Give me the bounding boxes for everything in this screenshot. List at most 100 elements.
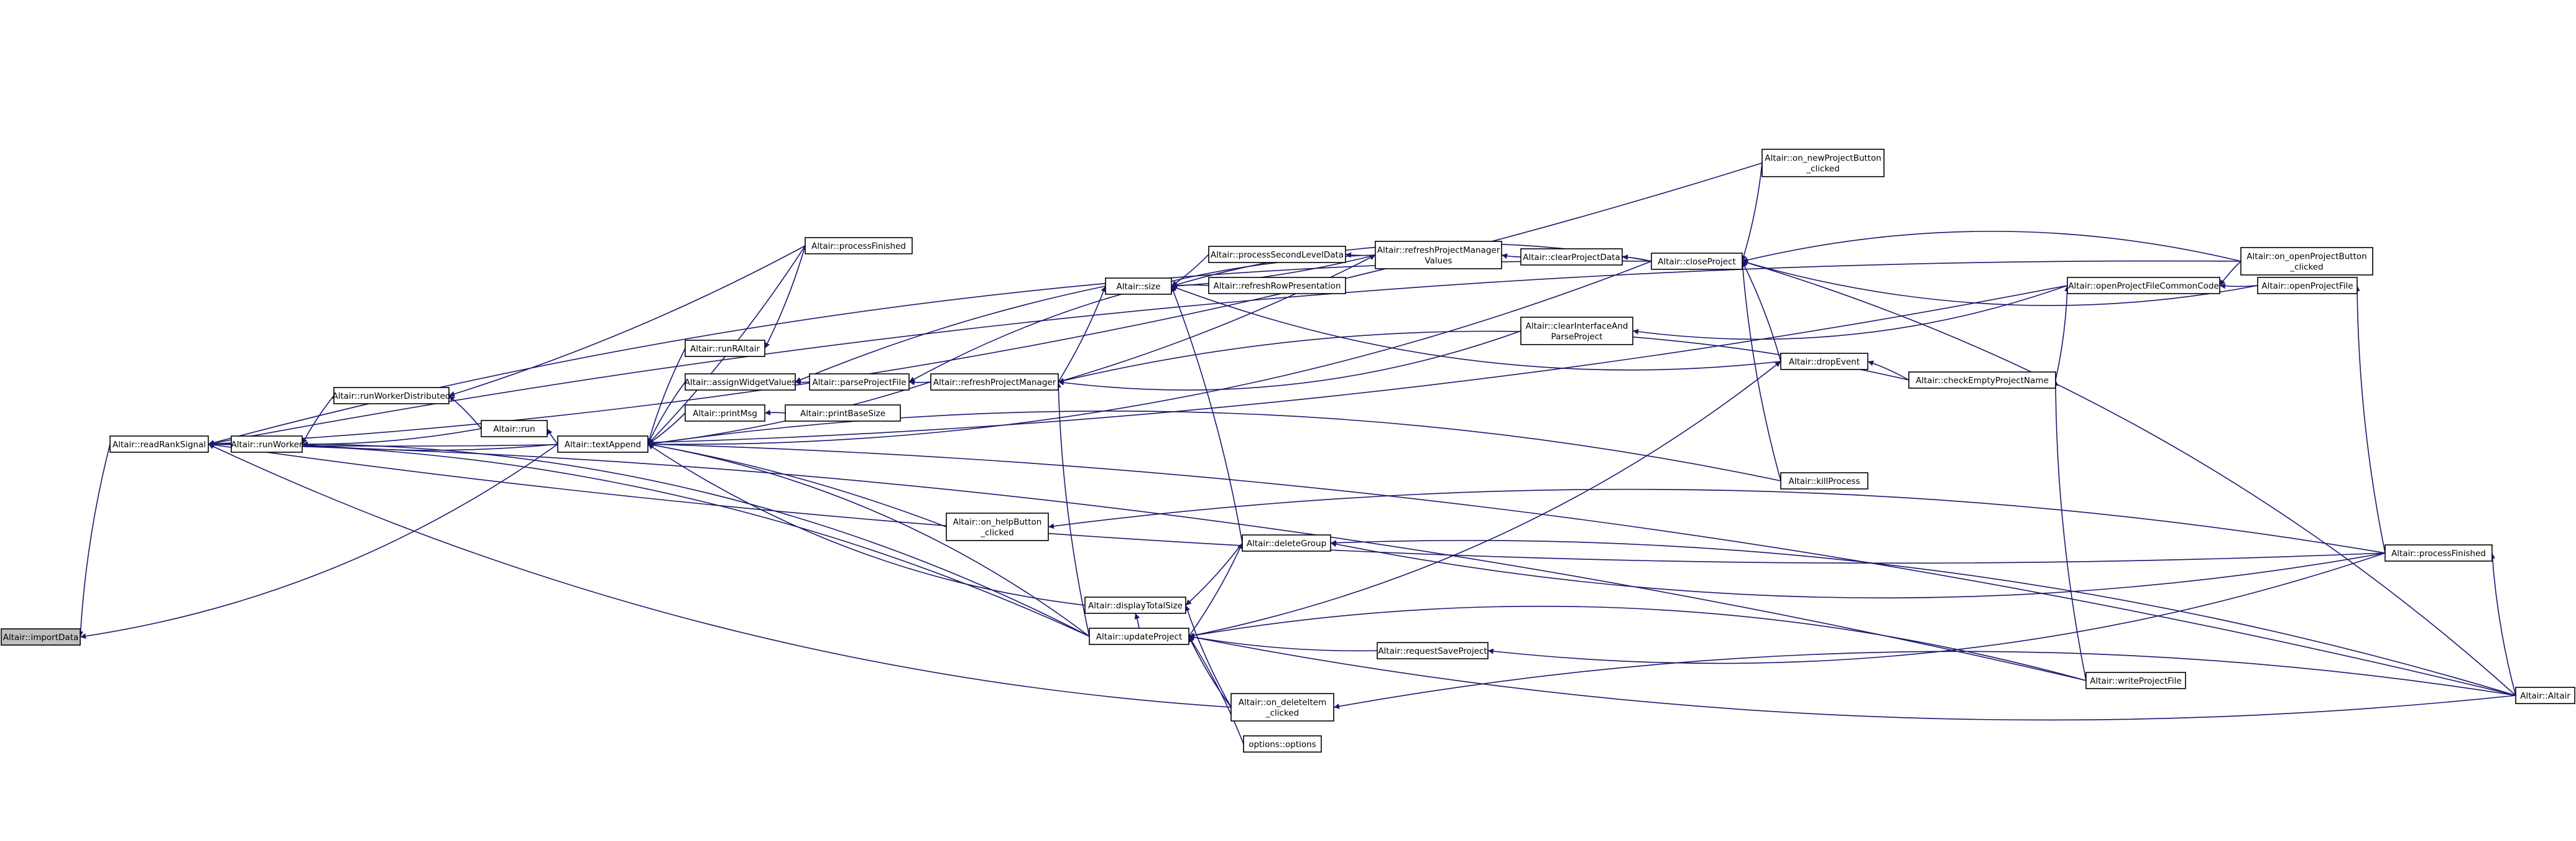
- node-run[interactable]: Altair::run: [481, 420, 548, 437]
- node-label: Altair::refreshProjectManager: [1377, 246, 1500, 256]
- node-label: Altair::openProjectFileCommonCode: [2068, 281, 2219, 291]
- edge: [78, 444, 111, 638]
- node-importData[interactable]: Altair::importData: [1, 628, 81, 646]
- node-label: options::options: [1249, 740, 1316, 750]
- edge-processFinishedA-to-runRAltair: [764, 245, 806, 349]
- edge: [80, 444, 558, 639]
- edge-onNewProjectButtonClicked-to-closeProject: [1741, 162, 1763, 262]
- node-size[interactable]: Altair::size: [1105, 277, 1172, 295]
- node-box: [2257, 277, 2358, 294]
- node-assignWidgetValues[interactable]: Altair::assignWidgetValues: [685, 373, 796, 391]
- node-runWorkerDistributed[interactable]: Altair::runWorkerDistributed: [332, 387, 451, 404]
- edge: [1501, 253, 1521, 259]
- node-checkEmptyProjectName[interactable]: Altair::checkEmptyProjectName: [1908, 371, 2056, 389]
- edge: [1058, 254, 1376, 383]
- node-updateProject[interactable]: Altair::updateProject: [1089, 628, 1189, 645]
- node-label: Altair::on_openProjectButton: [2246, 252, 2366, 262]
- edge: [1188, 636, 1232, 708]
- node-closeProject[interactable]: Altair::closeProject: [1651, 253, 1743, 270]
- edge-processFinishedA-to-runWorkerDistributed: [448, 245, 806, 397]
- edge: [1055, 381, 1090, 637]
- edge-closeProject-to-clearProjectData: [1622, 254, 1652, 262]
- edge: [1134, 613, 1140, 629]
- node-killProcess[interactable]: Altair::killProcess: [1780, 472, 1868, 490]
- node-refreshRowPresentation[interactable]: Altair::refreshRowPresentation: [1208, 277, 1346, 294]
- edge-checkEmptyProjectName-to-dropEvent: [1867, 360, 1909, 381]
- edge-altairCtor-to-processFinishedB: [2490, 552, 2516, 696]
- edge-openProjectFile-to-closeProject: [1742, 260, 2258, 306]
- node-label: Altair::refreshProjectManager: [933, 378, 1056, 388]
- edge: [208, 285, 2068, 447]
- node-box: [2067, 277, 2220, 294]
- node-box: [333, 387, 450, 404]
- node-onNewProjectButtonClicked[interactable]: Altair::on_newProjectButton_clicked: [1761, 149, 1885, 177]
- edge-refreshProjectManager-to-size: [1058, 286, 1107, 383]
- node-writeProjectFile[interactable]: Altair::writeProjectFile: [2085, 672, 2186, 689]
- node-label: Altair::killProcess: [1789, 476, 1860, 486]
- edge: [208, 444, 1232, 708]
- node-onOpenProjectButtonClicked[interactable]: Altair::on_openProjectButton_clicked: [2240, 247, 2373, 276]
- node-displayTotalSize[interactable]: Altair::displayTotalSize: [1084, 597, 1186, 614]
- edge: [647, 444, 1086, 606]
- node-label: Altair::on_helpButton: [953, 518, 1042, 527]
- node-runRAltair[interactable]: Altair::runRAltair: [685, 340, 765, 357]
- node-label: _clicked: [1806, 164, 1839, 174]
- edge-dropEvent-to-closeProject: [1742, 261, 1781, 362]
- node-deleteGroup[interactable]: Altair::deleteGroup: [1242, 534, 1331, 552]
- node-readRankSignal[interactable]: Altair::readRankSignal: [109, 435, 209, 453]
- node-processFinishedB[interactable]: Altair::processFinished: [2384, 544, 2493, 562]
- node-parseProjectFile[interactable]: Altair::parseProjectFile: [809, 373, 910, 391]
- edge-layer: [78, 162, 2516, 745]
- node-onHelpButtonClicked[interactable]: Altair::on_helpButton_clicked: [946, 513, 1049, 541]
- edge: [647, 348, 686, 445]
- edge-size-to-assignWidgetValues: [795, 286, 1106, 383]
- edge: [1188, 634, 1378, 652]
- edge: [302, 441, 1090, 637]
- node-label: Altair::openProjectFile: [2261, 281, 2353, 291]
- edge-onDeleteItemClicked-to-readRankSignal: [208, 444, 1232, 708]
- edge-processSecondLevelData-to-size: [1171, 254, 1209, 287]
- edge: [1345, 252, 1376, 258]
- edge: [1058, 330, 1521, 391]
- node-runWorker[interactable]: Altair::runWorker: [231, 435, 303, 453]
- node-textAppend[interactable]: Altair::textAppend: [557, 435, 649, 453]
- node-openProjectFileCommonCode[interactable]: Altair::openProjectFileCommonCode: [2067, 277, 2220, 294]
- edge-refreshProjectManagerValues-to-processSecondLevelData: [1345, 252, 1376, 258]
- node-onDeleteItemClicked[interactable]: Altair::on_deleteItem_clicked: [1230, 693, 1334, 722]
- edge-altairCtor-to-updateProject: [1188, 634, 2516, 721]
- edge: [1184, 605, 1232, 708]
- node-dropEvent[interactable]: Altair::dropEvent: [1780, 353, 1868, 370]
- edge-clearProjectData-to-refreshProjectManagerValues: [1501, 253, 1521, 259]
- node-label: _clicked: [1265, 709, 1299, 718]
- edge-refreshProjectManager-to-refreshProjectManagerValues: [1058, 254, 1376, 383]
- edge: [1330, 541, 2386, 598]
- edge: [302, 395, 335, 445]
- node-processFinishedA[interactable]: Altair::processFinished: [805, 237, 913, 254]
- edge: [764, 245, 806, 349]
- edge-deleteGroup-to-displayTotalSize: [1185, 542, 1243, 606]
- node-label: Altair::closeProject: [1658, 257, 1736, 267]
- node-altairCtor[interactable]: Altair::Altair: [2515, 687, 2575, 704]
- node-box: [1761, 149, 1885, 177]
- node-box: [1780, 353, 1868, 370]
- edge: [795, 379, 810, 386]
- edge-altairCtor-to-onDeleteItemClicked: [1333, 651, 2516, 709]
- node-box: [2240, 247, 2373, 276]
- node-processSecondLevelData[interactable]: Altair::processSecondLevelData: [1208, 246, 1346, 263]
- node-requestSaveProject[interactable]: Altair::requestSaveProject: [1377, 642, 1489, 659]
- node-printMsg[interactable]: Altair::printMsg: [685, 404, 765, 422]
- node-box: [685, 340, 765, 357]
- edge: [795, 286, 1106, 383]
- node-label: Altair::displayTotalSize: [1088, 601, 1183, 611]
- node-openProjectFile[interactable]: Altair::openProjectFile: [2257, 277, 2358, 294]
- node-box: [231, 435, 303, 453]
- node-printBaseSize[interactable]: Altair::printBaseSize: [785, 404, 901, 422]
- node-refreshProjectManager[interactable]: Altair::refreshProjectManager: [930, 373, 1059, 391]
- node-clearProjectData[interactable]: Altair::clearProjectData: [1520, 248, 1623, 266]
- node-box: [481, 420, 548, 437]
- node-label: _clicked: [980, 528, 1013, 538]
- node-options[interactable]: options::options: [1243, 735, 1322, 753]
